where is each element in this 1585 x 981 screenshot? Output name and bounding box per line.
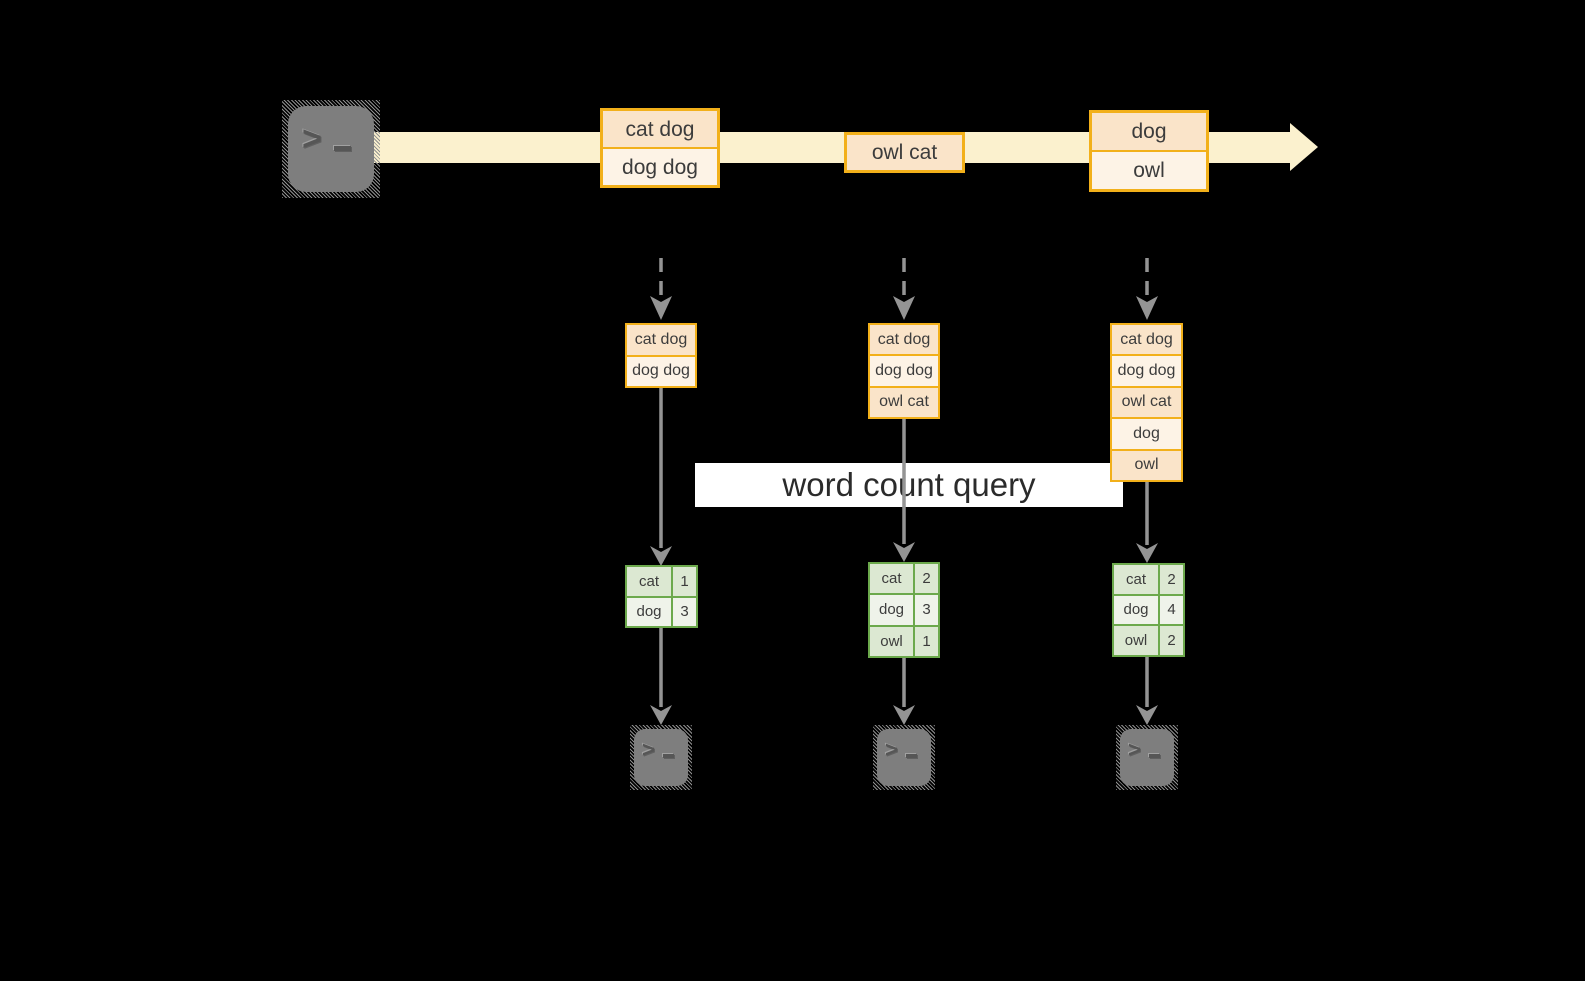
- down-arrow-icon: [1136, 657, 1158, 725]
- stream-arrow-head: [1290, 123, 1318, 171]
- buffer-record: dog dog: [1112, 356, 1181, 386]
- count-value: 2: [1160, 626, 1183, 655]
- stream-record: owl cat: [847, 135, 962, 170]
- buffer-stack-2: cat dog dog dog owl cat: [868, 323, 940, 419]
- count-word: dog: [1114, 595, 1158, 625]
- down-arrow-dashed-icon: [650, 258, 672, 320]
- buffer-stack-1: cat dog dog dog: [625, 323, 697, 388]
- down-arrow-dashed-icon: [1136, 258, 1158, 320]
- query-banner-label: word count query: [782, 466, 1036, 503]
- down-arrow-icon: [893, 419, 915, 562]
- buffer-stack-3: cat dog dog dog owl cat dog owl: [1110, 323, 1183, 482]
- count-word: owl: [1114, 626, 1158, 655]
- count-word: cat: [870, 564, 913, 594]
- count-value: 3: [673, 597, 696, 626]
- buffer-record: owl: [1112, 450, 1181, 480]
- stream-record: cat dog: [603, 111, 717, 147]
- stream-batch-1: cat dog dog dog: [600, 108, 720, 188]
- count-value: 1: [673, 567, 696, 596]
- count-value: 3: [915, 595, 938, 625]
- prompt-underscore-icon: [1149, 754, 1160, 758]
- count-word: cat: [627, 567, 671, 596]
- count-value: 2: [1160, 565, 1183, 594]
- buffer-record: cat dog: [627, 325, 695, 355]
- terminal-icon-body: >: [634, 729, 688, 786]
- stream-record: owl: [1092, 152, 1206, 189]
- prompt-underscore-icon: [663, 754, 674, 758]
- terminal-icon-body: >: [877, 729, 931, 786]
- down-arrow-icon: [893, 658, 915, 725]
- count-word: owl: [870, 626, 913, 656]
- stream-record: dog dog: [603, 149, 717, 185]
- prompt-chevron-icon: >: [885, 737, 898, 762]
- stream-batch-3: dog owl: [1089, 110, 1209, 192]
- prompt-underscore-icon: [906, 754, 917, 758]
- terminal-icon: >: [630, 725, 692, 790]
- down-arrow-icon: [1136, 482, 1158, 563]
- count-word: dog: [627, 597, 671, 626]
- stream-record: dog: [1092, 113, 1206, 150]
- prompt-chevron-icon: >: [642, 737, 655, 762]
- prompt-chevron-icon: >: [302, 120, 322, 158]
- count-value: 2: [915, 564, 938, 594]
- down-arrow-icon: [650, 388, 672, 566]
- down-arrow-dashed-icon: [893, 258, 915, 320]
- prompt-underscore-icon: [334, 146, 351, 151]
- terminal-icon: >: [282, 100, 380, 198]
- count-value: 4: [1160, 595, 1183, 625]
- terminal-icon: >: [1116, 725, 1178, 790]
- terminal-icon-body: >: [288, 106, 374, 192]
- buffer-record: dog dog: [627, 356, 695, 386]
- buffer-record: cat dog: [870, 325, 938, 355]
- buffer-record: cat dog: [1112, 325, 1181, 355]
- count-table-3: cat 2 dog 4 owl 2: [1112, 563, 1185, 657]
- buffer-record: owl cat: [1112, 387, 1181, 418]
- prompt-chevron-icon: >: [1128, 737, 1141, 762]
- buffer-record: dog dog: [870, 356, 938, 386]
- count-table-1: cat 1 dog 3: [625, 565, 698, 628]
- count-table-2: cat 2 dog 3 owl 1: [868, 562, 940, 658]
- count-value: 1: [915, 626, 938, 656]
- count-word: dog: [870, 595, 913, 625]
- stream-batch-2: owl cat: [844, 132, 965, 173]
- terminal-icon-body: >: [1120, 729, 1174, 786]
- count-word: cat: [1114, 565, 1158, 594]
- query-banner: word count query: [695, 463, 1123, 507]
- down-arrow-icon: [650, 628, 672, 725]
- buffer-record: dog: [1112, 419, 1181, 449]
- terminal-icon: >: [873, 725, 935, 790]
- buffer-record: owl cat: [870, 387, 938, 417]
